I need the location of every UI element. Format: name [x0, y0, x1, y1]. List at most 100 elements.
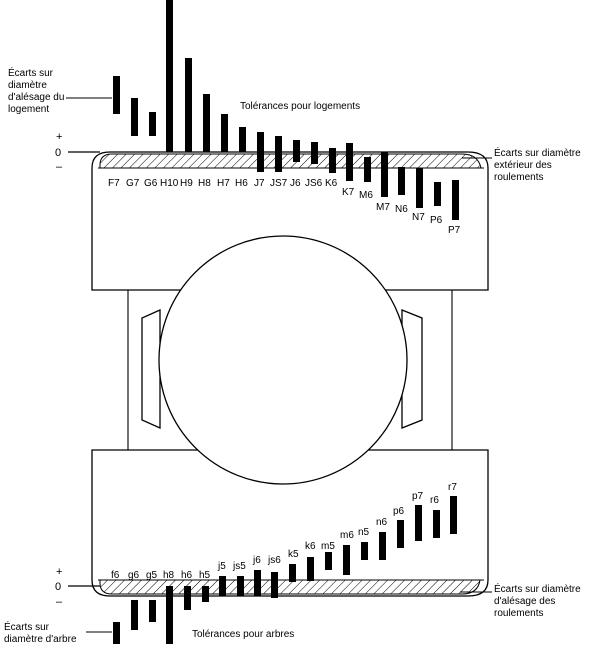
housing-code-M7: M7 [376, 202, 390, 213]
housing-code-H8: H8 [198, 178, 211, 189]
shaft-bar-k5 [289, 564, 296, 582]
housing-code-JS7: JS7 [270, 178, 288, 189]
shaft-code-h8: h8 [163, 570, 175, 581]
shaft-code-j5: j5 [217, 561, 226, 572]
shaft-bar-js6 [271, 572, 278, 598]
housing-code-JS6: JS6 [305, 178, 323, 189]
housing-bar-H6 [239, 127, 246, 152]
inner-bore-label: Écarts sur diamètre d'alésage des roulem… [494, 582, 583, 619]
housing-bar-J7 [257, 132, 264, 172]
housing-bore-label: Écarts sur diamètre d'alésage du logemen… [8, 66, 67, 115]
housing-code-J6: J6 [290, 178, 301, 189]
housing-bar-JS6 [311, 142, 318, 164]
inner-tolerance-band [99, 579, 481, 595]
shaft-code-h5: h5 [199, 570, 211, 581]
housing-bar-F7 [113, 76, 120, 114]
housing-bar-M6 [364, 157, 371, 182]
shaft-bar-m6 [343, 545, 350, 575]
rolling-ball [158, 235, 408, 485]
housing-code-H6: H6 [235, 178, 248, 189]
housing-code-H7: H7 [217, 178, 230, 189]
shaft-code-r7: r7 [448, 482, 457, 493]
outer-tolerance-band [99, 153, 482, 169]
housing-bar-M7 [381, 152, 388, 197]
shaft-code-j6: j6 [252, 555, 261, 566]
shaft-code-n6: n6 [376, 517, 388, 528]
housing-code-N6: N6 [395, 204, 408, 215]
inner-ring [91, 449, 489, 597]
minus-sign-lower: – [56, 596, 63, 608]
shaft-code-g6: g6 [128, 570, 140, 581]
housing-code-P7: P7 [448, 225, 461, 236]
shaft-bar-m5 [325, 552, 332, 570]
zero-sign-lower: 0 [55, 581, 61, 593]
shaft-bar-js5 [237, 576, 244, 596]
housing-bar-JS7 [275, 136, 282, 172]
shaft-code-f6: f6 [111, 570, 120, 581]
housing-bar-K6 [329, 148, 336, 173]
housing-code-G6: G6 [144, 178, 158, 189]
housing-bar-H8 [203, 94, 210, 152]
shaft-bar-h8 [166, 586, 173, 644]
shaft-bar-r7 [450, 496, 457, 534]
outer-diameter-label: Écarts sur diamètre extérieur des roulem… [494, 146, 583, 183]
shaft-bar-g5 [149, 600, 156, 622]
shaft-bar-n6 [379, 532, 386, 560]
shaft-code-p7: p7 [412, 491, 424, 502]
shaft-code-p6: p6 [393, 506, 405, 517]
shaft-bar-j6 [254, 570, 261, 596]
shaft-bar-h5 [202, 586, 209, 602]
plus-sign-upper: + [56, 131, 62, 143]
housing-code-K7: K7 [342, 187, 355, 198]
housing-code-J7: J7 [254, 178, 265, 189]
housing-bar-H9 [185, 58, 192, 152]
shaft-code-r6: r6 [430, 495, 439, 506]
shaft-bar-n5 [361, 542, 368, 560]
housing-bar-H7 [221, 114, 228, 152]
minus-sign-upper: – [56, 161, 63, 173]
housing-tolerances-label: Tolérances pour logements [240, 101, 360, 112]
shaft-bar-p7 [415, 505, 422, 541]
shaft-code-k5: k5 [288, 549, 299, 560]
right-raceway [451, 289, 488, 451]
shaft-diameter-label: Écarts sur diamètre d'arbre [4, 620, 77, 645]
housing-code-H9: H9 [180, 178, 193, 189]
housing-bar-N7 [416, 168, 423, 208]
shaft-code-js5: js5 [232, 561, 246, 572]
shaft-code-n5: n5 [358, 527, 370, 538]
housing-bar-P6 [434, 182, 441, 206]
housing-code-P6: P6 [430, 215, 443, 226]
shaft-bar-h6 [184, 586, 191, 610]
housing-bar-P7 [452, 180, 459, 220]
housing-code-G7: G7 [126, 178, 140, 189]
housing-bar-J6 [293, 140, 300, 162]
shaft-code-k6: k6 [305, 541, 316, 552]
shaft-bar-r6 [433, 510, 440, 538]
shaft-bar-j5 [219, 576, 226, 596]
shaft-code-g5: g5 [146, 570, 158, 581]
housing-code-M6: M6 [359, 190, 373, 201]
shaft-code-h6: h6 [181, 570, 193, 581]
shaft-code-js6: js6 [267, 555, 281, 566]
outer-ring [91, 151, 489, 291]
housing-code-N7: N7 [412, 212, 425, 223]
shaft-code-m5: m5 [321, 541, 335, 552]
housing-bar-G6 [149, 112, 156, 136]
shaft-bar-g6 [131, 600, 138, 630]
housing-bar-H10 [166, 0, 173, 152]
zero-sign-upper: 0 [55, 147, 61, 159]
housing-bar-K7 [346, 143, 353, 181]
housing-code-H10: H10 [160, 178, 179, 189]
shaft-tolerances-label: Tolérances pour arbres [192, 629, 294, 640]
plus-sign-lower: + [56, 566, 62, 578]
cage-left [141, 308, 161, 430]
shaft-bar-p6 [397, 520, 404, 548]
shaft-bar-k6 [307, 557, 314, 581]
housing-bar-G7 [131, 98, 138, 136]
housing-bar-N6 [398, 167, 405, 195]
housing-code-K6: K6 [325, 178, 338, 189]
shaft-code-m6: m6 [340, 530, 354, 541]
housing-code-F7: F7 [108, 178, 120, 189]
